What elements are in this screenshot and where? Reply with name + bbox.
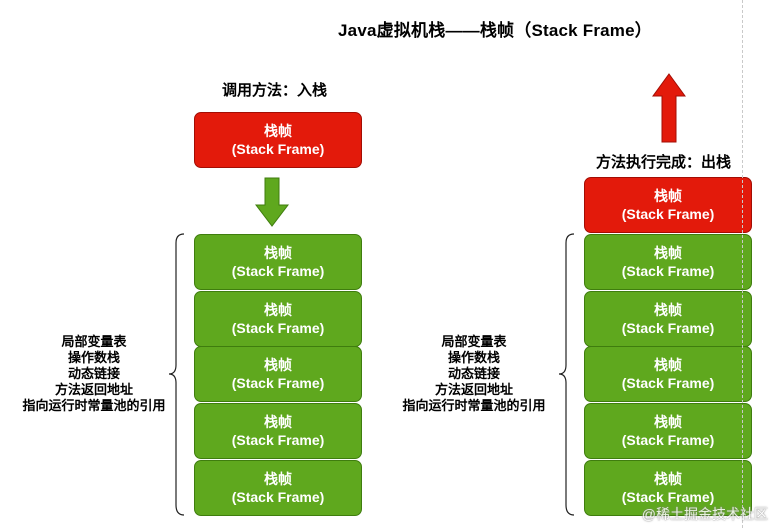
desc-item: 动态链接 [447, 366, 500, 381]
pushed-stack-frame: 栈帧 (Stack Frame) [194, 112, 362, 168]
left-stack-frame-3: 栈帧 (Stack Frame) [194, 346, 362, 402]
right-stack-frame-2: 栈帧 (Stack Frame) [584, 291, 752, 347]
frame-sublabel: (Stack Frame) [621, 432, 715, 448]
left-stack-frame-2: 栈帧 (Stack Frame) [194, 291, 362, 347]
frame-label: 栈帧 [654, 245, 682, 261]
desc-item: 指向运行时常量池的引用 [22, 398, 166, 413]
frame-label: 栈帧 [264, 414, 292, 430]
desc-item: 局部变量表 [441, 334, 507, 349]
frame-sublabel: (Stack Frame) [231, 263, 325, 279]
desc-item: 方法返回地址 [54, 382, 133, 397]
frame-sublabel: (Stack Frame) [621, 375, 715, 391]
desc-item: 操作数栈 [447, 350, 500, 365]
pop-up-arrow [652, 73, 686, 143]
desc-item: 方法返回地址 [434, 382, 513, 397]
frame-sublabel: (Stack Frame) [231, 320, 325, 336]
right-stack-frame-4: 栈帧 (Stack Frame) [584, 403, 752, 459]
frame-sublabel: (Stack Frame) [231, 432, 325, 448]
frame-label: 栈帧 [264, 357, 292, 373]
frame-label: 栈帧 [654, 357, 682, 373]
right-stack-frame-5: 栈帧 (Stack Frame) [584, 460, 752, 516]
left-stack-frame-4: 栈帧 (Stack Frame) [194, 403, 362, 459]
left-stack-frame-1: 栈帧 (Stack Frame) [194, 234, 362, 290]
frame-sublabel: (Stack Frame) [621, 263, 715, 279]
frame-label: 栈帧 [264, 302, 292, 318]
left-stack-frame-5: 栈帧 (Stack Frame) [194, 460, 362, 516]
right-frame-contents: 局部变量表 操作数栈 动态链接 方法返回地址 指向运行时常量池的引用 [384, 334, 564, 414]
frame-sublabel: (Stack Frame) [231, 375, 325, 391]
frame-label: 栈帧 [654, 471, 682, 487]
left-frame-contents: 局部变量表 操作数栈 动态链接 方法返回地址 指向运行时常量池的引用 [4, 334, 184, 414]
desc-item: 操作数栈 [67, 350, 120, 365]
push-down-arrow [254, 177, 290, 227]
pop-caption: 方法执行完成：出栈 [596, 154, 732, 171]
right-stack-frame-3: 栈帧 (Stack Frame) [584, 346, 752, 402]
frame-label: 栈帧 [264, 123, 292, 139]
frame-sublabel: (Stack Frame) [621, 206, 715, 222]
right-curly-brace [558, 233, 575, 516]
frame-label: 栈帧 [654, 302, 682, 318]
popped-stack-frame: 栈帧 (Stack Frame) [584, 177, 752, 233]
desc-item: 指向运行时常量池的引用 [402, 398, 546, 413]
canvas-edge-guide [742, 0, 743, 528]
frame-label: 栈帧 [264, 245, 292, 261]
right-stack-frame-1: 栈帧 (Stack Frame) [584, 234, 752, 290]
frame-sublabel: (Stack Frame) [231, 489, 325, 505]
desc-item: 动态链接 [67, 366, 120, 381]
frame-sublabel: (Stack Frame) [621, 489, 715, 505]
frame-label: 栈帧 [654, 414, 682, 430]
frame-sublabel: (Stack Frame) [621, 320, 715, 336]
diagram-title: Java虚拟机栈——栈帧（Stack Frame） [338, 21, 652, 40]
push-caption: 调用方法：入栈 [222, 82, 328, 99]
frame-sublabel: (Stack Frame) [231, 141, 325, 157]
left-curly-brace [168, 233, 185, 516]
desc-item: 局部变量表 [61, 334, 127, 349]
watermark: @稀土掘金技术社区 [641, 506, 768, 522]
frame-label: 栈帧 [264, 471, 292, 487]
frame-label: 栈帧 [654, 188, 682, 204]
